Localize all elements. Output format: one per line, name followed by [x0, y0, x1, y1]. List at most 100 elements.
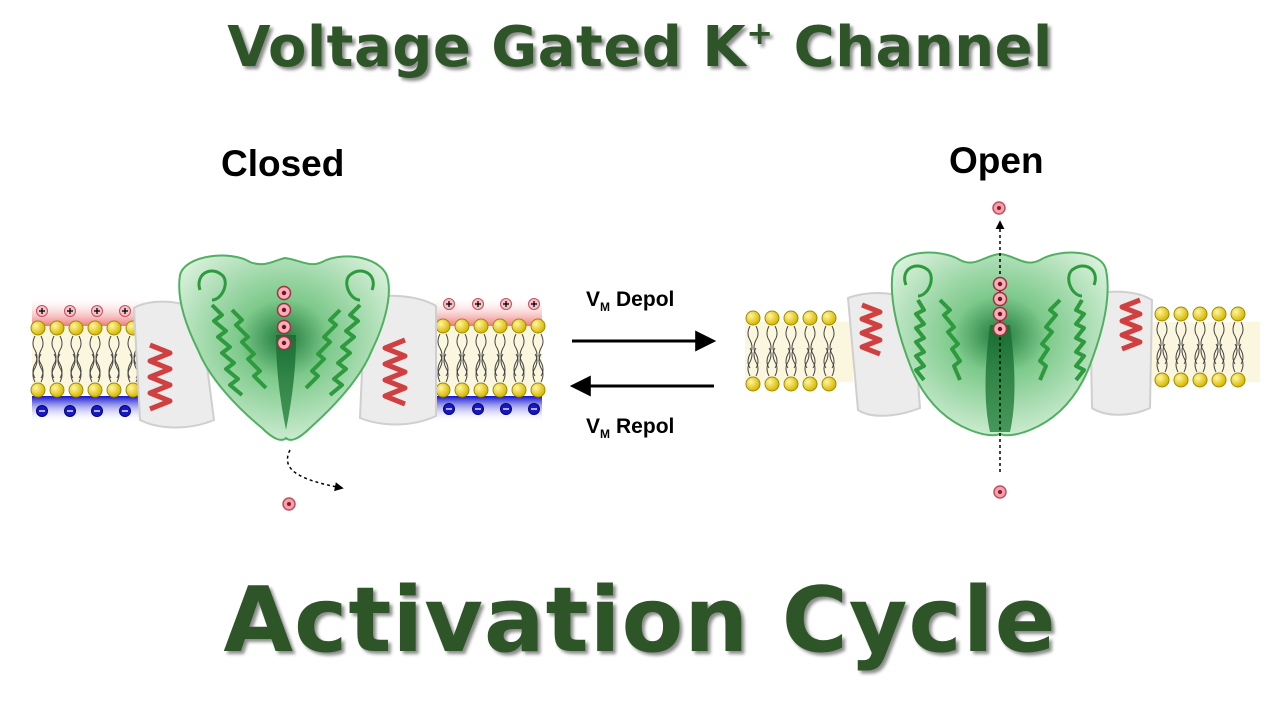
lipid-tail: [1238, 343, 1244, 373]
lipid-tail: [753, 325, 759, 369]
ion-charge-icon: [281, 290, 287, 296]
lipid-tail: [443, 333, 449, 377]
lipid-head: [435, 382, 451, 398]
lipid-head: [454, 382, 470, 398]
lipid-head: [511, 382, 527, 398]
lipid-tail: [772, 325, 778, 369]
lipid-head: [530, 382, 546, 398]
lipid-tail: [481, 353, 487, 383]
lipid-tail: [538, 333, 544, 377]
lipid-tail: [456, 353, 462, 383]
lipid-head: [1173, 306, 1189, 322]
lipid-tail: [810, 347, 816, 377]
voltage-sensor-right: [1088, 290, 1154, 416]
lipid-head: [106, 382, 122, 398]
diagram-subtitle: Activation Cycle: [223, 568, 1057, 673]
lipid-tail: [57, 353, 63, 383]
ion-charge-icon: [997, 206, 1001, 210]
lipid-tail: [519, 333, 525, 377]
ion-charge-icon: [997, 326, 1003, 332]
lipid-head: [435, 318, 451, 334]
lipid-head: [49, 320, 65, 336]
lipid-head: [530, 318, 546, 334]
closed-gate: [276, 335, 296, 430]
lipid-head: [30, 320, 46, 336]
ion-charge-icon: [281, 307, 287, 313]
ion-charge-icon: [998, 490, 1002, 494]
lipid-tail: [1200, 343, 1206, 373]
lipid-tail: [1194, 321, 1200, 365]
lipid-tail: [513, 333, 519, 377]
lipid-tail: [804, 347, 810, 377]
closed-state-label: Closed: [221, 143, 345, 184]
lipid-tail: [785, 347, 791, 377]
ion-charge-icon: [281, 340, 287, 346]
lipid-tail: [1162, 343, 1168, 373]
ion-charge-icon: [287, 502, 291, 506]
lipid-head: [1192, 306, 1208, 322]
lipid-tail: [766, 325, 772, 369]
lipid-tail: [810, 325, 816, 369]
lipid-tail: [753, 347, 759, 377]
open-channel: [745, 201, 1260, 499]
helix-loop: [1067, 264, 1097, 298]
ion-blocked-path: [286, 449, 344, 492]
lipid-head: [783, 376, 799, 392]
lipid-tail: [443, 353, 449, 383]
s6-helix: [938, 298, 962, 381]
membrane-charges: [36, 298, 540, 417]
ion-charge-icon: [997, 311, 1003, 317]
s4-helix-right: [382, 337, 408, 407]
lipid-tail: [766, 347, 772, 377]
lipid-tail: [462, 333, 468, 377]
lipid-head: [745, 310, 761, 326]
lipid-head: [1154, 372, 1170, 388]
lipid-head: [68, 382, 84, 398]
lipid-tail: [38, 353, 44, 383]
lipid-tail: [437, 333, 443, 377]
lipid-head: [492, 382, 508, 398]
lipid-head: [106, 320, 122, 336]
lipid-head: [68, 320, 84, 336]
lipid-head: [1192, 372, 1208, 388]
lipid-tail: [823, 325, 829, 369]
lipid-tail: [1200, 321, 1206, 365]
ion-charge-icon: [997, 296, 1003, 302]
lipid-tail: [1213, 343, 1219, 373]
lipid-tail: [1156, 343, 1162, 373]
lipid-tail: [500, 333, 506, 377]
lipid-tail: [456, 333, 462, 377]
lipid-tail: [538, 353, 544, 383]
s5-helix: [1074, 298, 1086, 382]
lipid-tail: [475, 353, 481, 383]
lipid-tail: [127, 353, 133, 383]
lipid-tail: [89, 353, 95, 383]
lipid-head: [802, 310, 818, 326]
lipid-tail: [1181, 321, 1187, 365]
s4-helix-left: [147, 342, 173, 412]
lipid-tail: [108, 353, 114, 383]
lipid-tail: [1238, 321, 1244, 365]
lipid-tail: [1219, 321, 1225, 365]
lipid-head: [30, 382, 46, 398]
s4-helix-left: [859, 302, 883, 357]
lipid-tail: [829, 325, 835, 369]
potassium-ions: [276, 285, 292, 351]
lipid-tail: [1175, 321, 1181, 365]
lipid-head: [1211, 372, 1227, 388]
lipid-core: [745, 322, 853, 382]
lipid-head: [764, 376, 780, 392]
lipid-tail: [747, 347, 753, 377]
lipid-head: [821, 310, 837, 326]
lipid-tail: [519, 353, 525, 383]
s5-helix: [328, 303, 362, 397]
lipid-tail: [114, 353, 120, 383]
lipid-tail: [1156, 321, 1162, 365]
lipid-tail: [785, 325, 791, 369]
ion-charge-icon: [281, 324, 287, 330]
lipid-tail: [532, 333, 538, 377]
lipid-head: [821, 376, 837, 392]
lipid-bilayer: [745, 306, 1246, 392]
ion-charge-icon: [997, 281, 1003, 287]
